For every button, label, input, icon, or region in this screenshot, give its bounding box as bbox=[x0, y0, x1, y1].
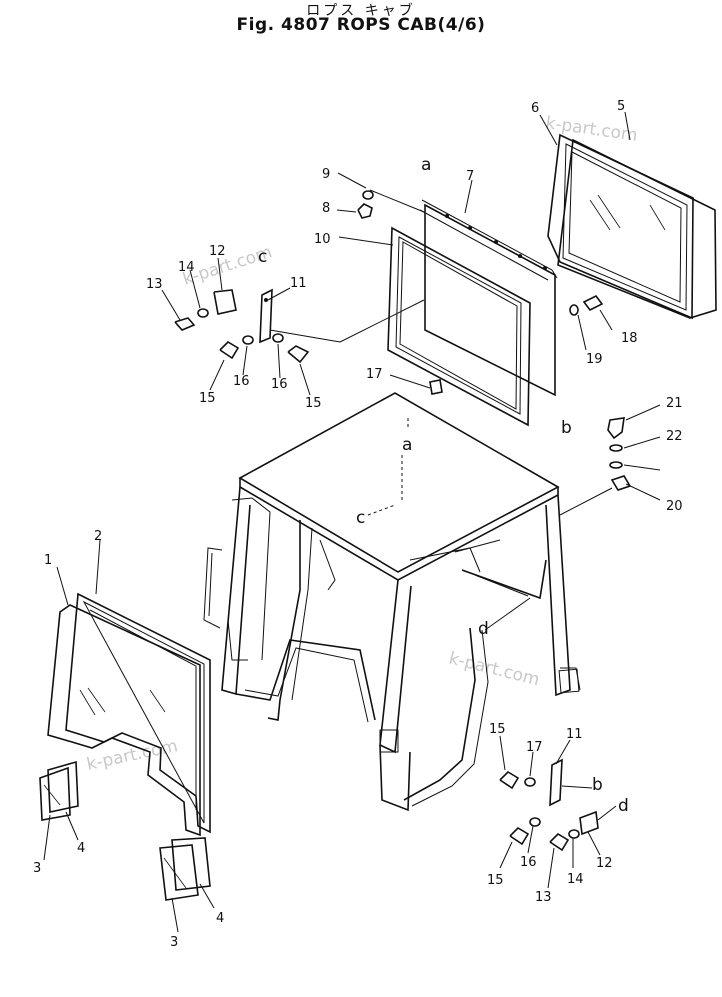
part-label-6: 6 bbox=[531, 101, 539, 116]
part-label-13: 13 bbox=[535, 890, 552, 905]
part-label-4: 4 bbox=[77, 841, 85, 856]
ref-letter-d: d bbox=[478, 619, 489, 639]
watermark: k-part.com bbox=[544, 113, 638, 146]
ref-letter-c: c bbox=[258, 247, 267, 267]
watermark: k-part.com bbox=[447, 648, 542, 690]
figure-title: Fig. 4807 ROPS CAB(4/6) bbox=[236, 15, 486, 35]
part-label-14: 14 bbox=[178, 260, 195, 275]
part-label-15: 15 bbox=[487, 873, 504, 888]
part-label-2: 2 bbox=[94, 529, 102, 544]
ref-letter-a: a bbox=[421, 155, 431, 175]
reference-letters: a a b b c c d d bbox=[258, 155, 629, 816]
upper-side-glass bbox=[547, 133, 717, 320]
lower-hinge-hardware bbox=[499, 758, 617, 852]
watermark: k-part.com bbox=[85, 736, 180, 775]
rear-window-seal bbox=[387, 226, 531, 427]
part-label-19: 20 bbox=[666, 499, 683, 514]
upper-hinge-hardware bbox=[174, 288, 425, 364]
part-label-7: 7 bbox=[466, 169, 474, 184]
window-block-upper bbox=[39, 760, 79, 821]
figure-title-japanese: ロプス キャブ bbox=[306, 3, 416, 19]
part-label-1: 1 bbox=[44, 553, 52, 568]
part-label-17: 17 bbox=[366, 367, 383, 382]
part-label-11: 11 bbox=[566, 727, 583, 742]
part-label-10: 10 bbox=[314, 232, 331, 247]
part-label-17: 18 bbox=[621, 331, 638, 346]
part-label-16: 16 bbox=[271, 377, 288, 392]
part-label-15: 15 bbox=[489, 722, 506, 737]
part-label-9: 9 bbox=[322, 167, 330, 182]
part-label-16: 16 bbox=[520, 855, 537, 870]
ref-letter-c: c bbox=[356, 508, 365, 528]
rear-window-frame bbox=[419, 199, 558, 397]
ref-letter-b: b bbox=[592, 775, 603, 795]
window-block-lower bbox=[159, 837, 211, 901]
part-label-16: 16 bbox=[233, 374, 250, 389]
part-number-labels: 1 2 3 3 4 4 5 6 7 8 9 10 11 11 12 12 13 … bbox=[33, 99, 683, 950]
ref-letter-d: d bbox=[618, 796, 629, 816]
part-label-3: 3 bbox=[170, 935, 178, 950]
part-label-11: 11 bbox=[290, 276, 307, 291]
part-label-18: 19 bbox=[586, 352, 603, 367]
ref-letter-b: b bbox=[561, 418, 572, 438]
leader-lines bbox=[43, 111, 661, 933]
part-label-4: 4 bbox=[216, 911, 224, 926]
part-label-20: 21 bbox=[666, 396, 683, 411]
part-label-3: 3 bbox=[33, 861, 41, 876]
part-label-12: 12 bbox=[596, 856, 613, 871]
part-label-12: 12 bbox=[209, 244, 226, 259]
part-label-15: 15 bbox=[305, 396, 322, 411]
part-label-14: 14 bbox=[567, 872, 584, 887]
small-parts bbox=[357, 189, 632, 491]
part-label-15: 15 bbox=[199, 391, 216, 406]
lower-side-glass bbox=[47, 592, 211, 837]
ref-letter-a: a bbox=[402, 435, 412, 455]
part-label-13: 13 bbox=[146, 277, 163, 292]
part-label-5: 5 bbox=[617, 99, 625, 114]
part-label-8: 8 bbox=[322, 201, 330, 216]
rops-cab-frame bbox=[203, 392, 613, 812]
part-label-21: 22 bbox=[666, 429, 683, 444]
part-label-16: 17 bbox=[526, 740, 543, 755]
